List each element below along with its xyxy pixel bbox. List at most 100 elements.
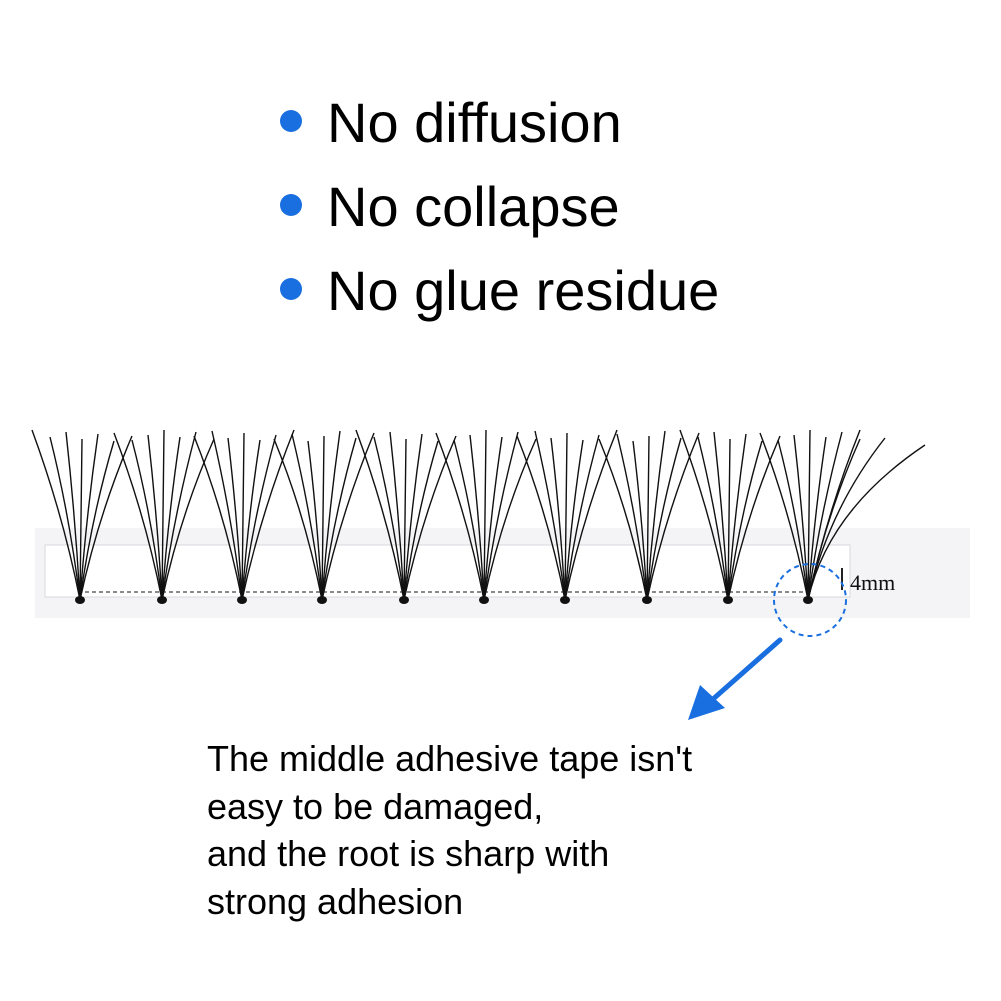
bullet-dot-icon [280, 110, 302, 132]
lash-fiber [727, 433, 747, 601]
lash-fiber [79, 438, 83, 601]
lash-fiber [79, 435, 133, 601]
lash-fiber [727, 435, 781, 601]
lash-fiber [131, 439, 163, 601]
lash-fiber [564, 429, 618, 601]
lash-fiber [679, 429, 729, 601]
caption-line: and the root is sharp with [207, 833, 610, 874]
lash-root [642, 596, 652, 604]
lash-fiber [793, 434, 809, 601]
lash-root [399, 596, 409, 604]
lash-fiber [49, 436, 81, 601]
lash-fiber [241, 432, 245, 601]
lash-fan [679, 429, 781, 604]
lash-root [237, 596, 247, 604]
lash-fans [31, 429, 926, 604]
lash-fiber [646, 430, 666, 601]
lash-fiber [227, 437, 243, 601]
lash-fiber [321, 430, 341, 601]
lash-fiber [291, 433, 323, 601]
lash-fiber [307, 440, 323, 601]
lash-fiber [273, 438, 323, 601]
adhesive-tape [44, 544, 851, 598]
caption-line: The middle adhesive tape isn't [207, 738, 693, 779]
lash-fiber [403, 433, 423, 601]
lash-fiber [807, 431, 843, 601]
lash-fiber [453, 439, 485, 601]
lash-fiber [646, 432, 700, 601]
lash-fiber [697, 436, 729, 601]
lash-fiber [241, 434, 277, 601]
lash-root [723, 596, 733, 604]
lash-fiber [483, 431, 519, 601]
lash-fan [273, 430, 375, 604]
lash-fiber [632, 440, 648, 601]
lash-fiber [777, 439, 809, 601]
lash-root [560, 596, 570, 604]
lash-fiber [241, 429, 295, 601]
caption: The middle adhesive tape isn't easy to b… [207, 735, 692, 925]
bullet-dot-icon [280, 194, 302, 216]
feature-label: No glue residue [327, 259, 720, 322]
lash-fan [355, 429, 457, 604]
lash-fiber [564, 434, 600, 601]
lash-fiber [807, 436, 827, 601]
lash-fiber [516, 435, 566, 601]
lash-fiber [161, 429, 165, 601]
lash-fiber [469, 434, 485, 601]
lash-fiber [534, 430, 566, 601]
lash-fan [31, 429, 133, 604]
dashed-circle-icon [773, 563, 847, 637]
lash-fiber [147, 434, 163, 601]
lash-fiber [403, 438, 407, 601]
feature-label: No collapse [327, 175, 620, 238]
lash-fiber [483, 438, 537, 601]
feature-label: No diffusion [327, 91, 622, 154]
lash-fiber [646, 437, 682, 601]
lash-fiber [373, 436, 405, 601]
lash-fiber [807, 429, 811, 601]
lash-fiber [713, 431, 729, 601]
lash-fiber [79, 440, 115, 601]
lash-fiber [211, 430, 243, 601]
lash-fiber [727, 440, 763, 601]
caption-line: strong adhesion [207, 880, 464, 922]
lash-fiber [113, 432, 163, 601]
lash-fiber [321, 432, 375, 601]
lash-fiber [389, 431, 405, 601]
lash-fiber [355, 429, 405, 601]
lash-fiber [321, 435, 325, 601]
lash-root [157, 596, 167, 604]
lash-fiber [564, 439, 584, 601]
lash-fan [435, 429, 537, 604]
lash-fiber [403, 435, 457, 601]
lash-fiber [807, 444, 926, 601]
caption-line: easy to be damaged, [207, 785, 544, 827]
lash-root [479, 596, 489, 604]
lash-fiber [550, 437, 566, 601]
lash-fiber [161, 436, 181, 601]
lash-fiber [759, 432, 809, 601]
lash-fiber [31, 429, 81, 601]
lash-fiber [616, 433, 648, 601]
bullet-dot-icon [280, 278, 302, 300]
lash-fiber [65, 431, 81, 601]
lash-fiber [161, 431, 197, 601]
lash-fiber [564, 432, 568, 601]
lash-fan [598, 430, 700, 604]
lash-fiber [483, 429, 487, 601]
lash-fiber [79, 433, 99, 601]
length-label: 4mm [850, 570, 895, 595]
lash-fan [193, 429, 295, 604]
lash-root [317, 596, 327, 604]
lash-fiber [161, 438, 215, 601]
arrow-down-left-icon [688, 637, 783, 720]
lash-fiber [241, 439, 261, 601]
lash-fiber [403, 440, 439, 601]
lash-fiber [727, 438, 731, 601]
lash-fiber [598, 438, 648, 601]
lash-fiber [321, 437, 357, 601]
lash-fiber [483, 436, 503, 601]
lash-root [75, 596, 85, 604]
